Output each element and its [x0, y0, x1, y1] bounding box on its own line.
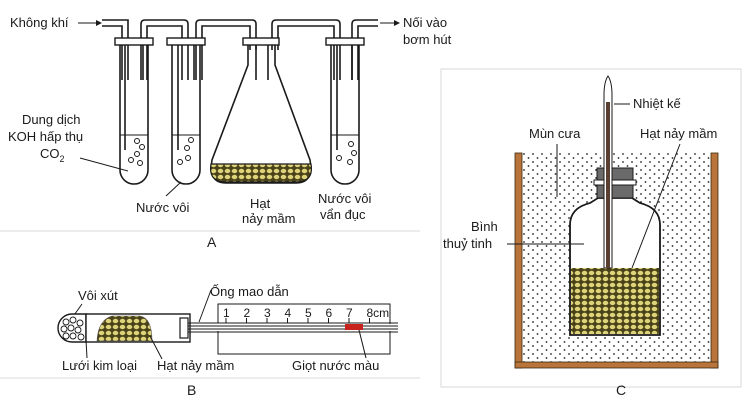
- label-cloudy-2: vẩn đục: [320, 207, 366, 222]
- tube-connector-2: [195, 19, 257, 80]
- test-tube-koh: [114, 37, 154, 185]
- label-to-pump-2: bơm hút: [403, 32, 452, 47]
- label-cloudy-1: Nước vôi: [318, 191, 371, 206]
- label-air-in: Không khí: [10, 15, 69, 30]
- thermometer-column: [606, 102, 610, 268]
- tube-outlet: [351, 19, 378, 80]
- stopper: [596, 167, 634, 181]
- panel-a: Không khí Nối vào bơm hút: [8, 15, 452, 250]
- ruler-tick-label: 1: [223, 306, 230, 320]
- seeds-in-flask: [209, 163, 313, 183]
- pointer-mesh: [85, 339, 88, 359]
- label-flask-1: Bình: [471, 219, 498, 234]
- tube-connector-1: [140, 19, 189, 80]
- ruler-tick-label: 6: [326, 306, 333, 320]
- ruler-tick-label: 7: [346, 306, 353, 320]
- test-tube-limewater: [166, 37, 206, 185]
- label-seeds-b: Hạt nảy mầm: [157, 358, 234, 373]
- label-seeds-c: Hạt nảy mầm: [640, 126, 717, 141]
- panel-c: Nhiệt kế Mùn cưa Hạt nảy mầm Bình thuỷ t…: [443, 75, 719, 398]
- box-wall-left: [514, 152, 523, 369]
- pointer-seeds-c: [631, 143, 681, 269]
- pointer-limewater: [165, 181, 182, 197]
- ruler-tick-label: 5: [305, 306, 312, 320]
- label-seeds-a-1: Hạt: [250, 196, 271, 211]
- label-colored-drop: Giọt nước màu: [292, 358, 379, 373]
- seeds-in-flask-c: [571, 268, 659, 334]
- test-tube-cloudy: [325, 37, 365, 185]
- colored-drop: [345, 324, 363, 330]
- box-bottom: [514, 361, 719, 369]
- seeds-in-chamber: [96, 315, 153, 342]
- caption-a: A: [207, 234, 217, 250]
- box-wall-right: [710, 152, 719, 369]
- ruler-tick-label: 8cm: [367, 306, 390, 320]
- caption-c: C: [616, 382, 626, 398]
- ruler-tick-label: 3: [264, 306, 271, 320]
- label-soda-lime: Vôi xút: [78, 288, 118, 303]
- pointer-drop: [358, 329, 367, 359]
- label-koh-2: KOH hấp thụ: [8, 129, 83, 144]
- ruler-tick-label: 2: [244, 306, 251, 320]
- label-metal-mesh: Lưới kim loại: [62, 358, 137, 373]
- label-flask-2: thuỷ tinh: [443, 236, 492, 251]
- pointer-capillary: [198, 289, 212, 323]
- tube-connector-3: [271, 19, 341, 80]
- conical-flask: [209, 37, 313, 184]
- ruler-tick-label: 4: [285, 306, 292, 320]
- caption-b: B: [187, 382, 196, 398]
- soda-lime-cap: [57, 313, 87, 343]
- label-to-pump-1: Nối vào: [403, 15, 447, 30]
- pointer-koh: [79, 157, 129, 172]
- label-koh-3: CO2: [40, 146, 65, 164]
- arrowhead-icon: [96, 20, 102, 26]
- ruler: [217, 303, 391, 355]
- label-limewater: Nước vôi: [136, 200, 189, 215]
- label-capillary: Ống mao dẫn: [210, 284, 289, 299]
- label-seeds-a-2: nảy mầm: [242, 211, 295, 226]
- arrowhead-icon: [394, 20, 400, 26]
- label-koh-1: Dung dịch: [22, 112, 81, 127]
- label-thermometer: Nhiệt kế: [633, 96, 681, 111]
- tube-inlet: [102, 19, 129, 80]
- panel-c-frame: [440, 68, 742, 388]
- pointer-seeds-b: [149, 335, 163, 360]
- label-sawdust: Mùn cưa: [529, 126, 581, 141]
